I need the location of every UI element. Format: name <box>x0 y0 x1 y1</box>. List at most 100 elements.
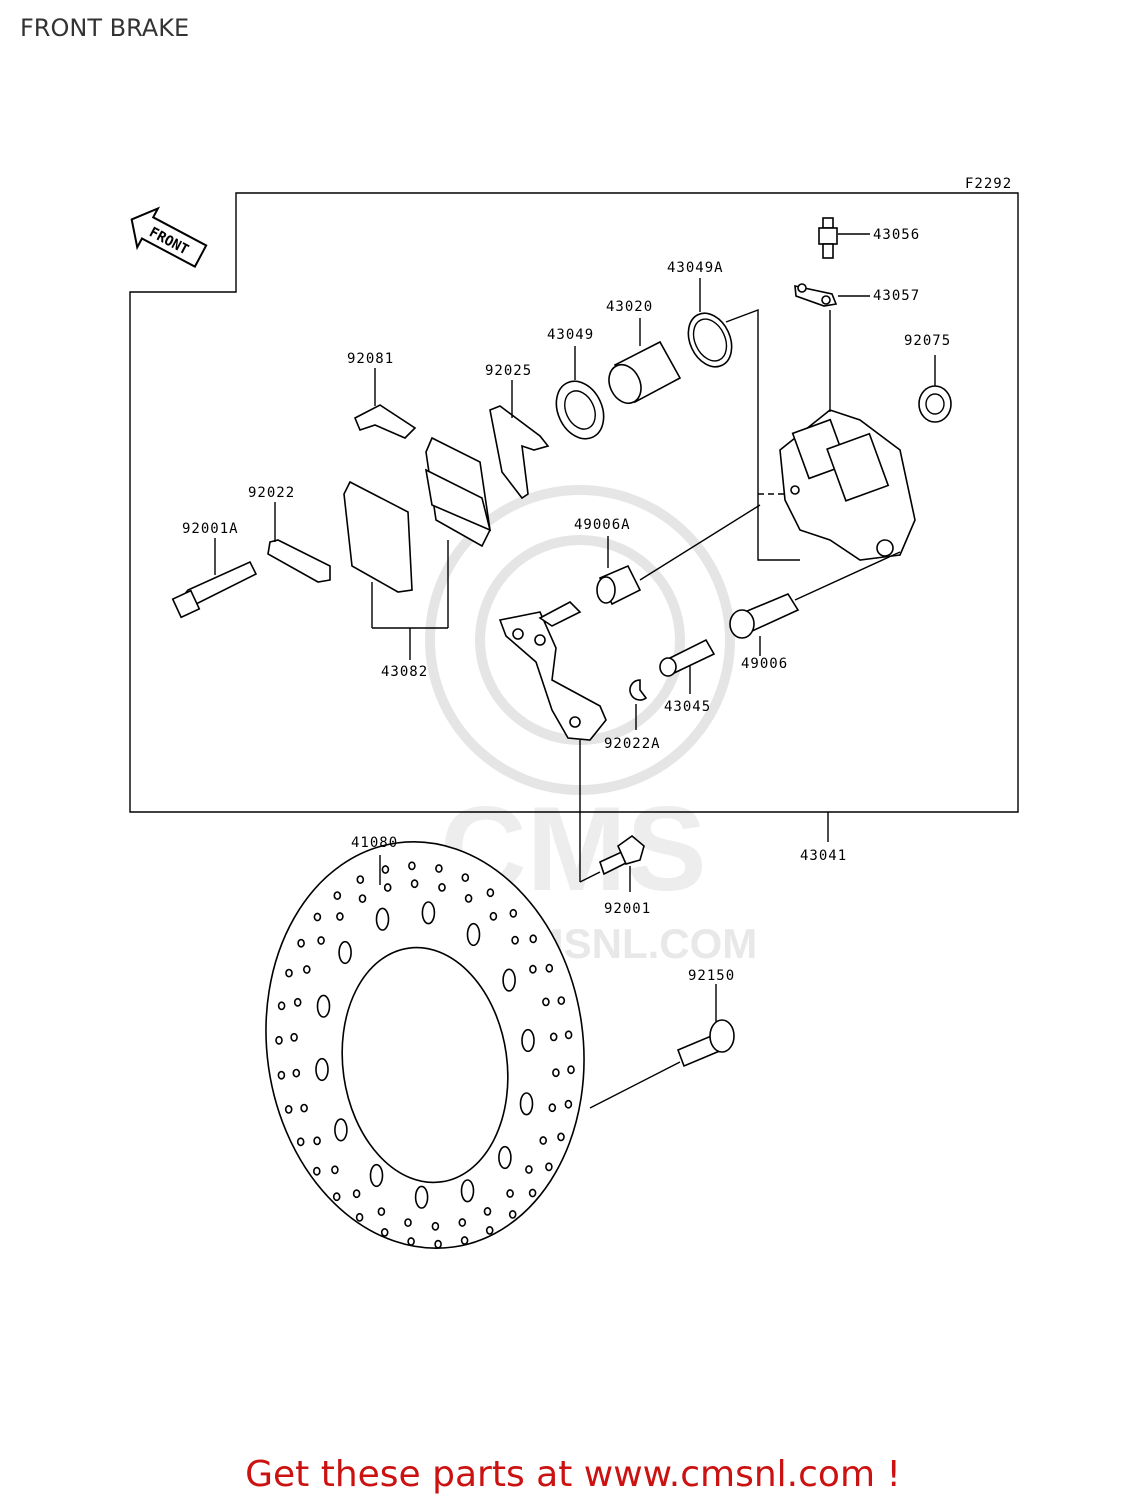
disc-hole <box>502 968 516 992</box>
disc-hole <box>421 901 436 925</box>
bleed-cap <box>794 283 870 307</box>
disc-hole <box>334 1118 348 1142</box>
part-label: 43041 <box>800 848 847 864</box>
part-label: 92022A <box>604 736 661 752</box>
part-label: 41080 <box>351 835 398 851</box>
disc-hole <box>460 1179 475 1203</box>
disc-hole <box>460 1236 469 1245</box>
disc-hole <box>431 1221 440 1231</box>
disc-hole <box>511 935 519 945</box>
disc-hole <box>381 865 390 874</box>
footer-link[interactable]: Get these parts at www.cmsnl.com ! <box>245 1454 901 1495</box>
disc-hole <box>552 1068 560 1078</box>
disc-hole <box>369 1163 384 1188</box>
disc-hole <box>464 894 473 903</box>
disc-hole <box>383 883 392 892</box>
disc-hole <box>461 873 470 882</box>
disc-hole <box>331 1165 339 1175</box>
disc-hole <box>410 879 419 889</box>
slide-pin <box>729 551 901 656</box>
disc-hole <box>567 1065 575 1075</box>
disc-hole <box>356 875 365 884</box>
part-label: 92150 <box>688 968 735 984</box>
disc-hole <box>292 1068 301 1078</box>
disc-bolt <box>676 984 735 1068</box>
caliper-body <box>758 310 916 561</box>
disc-hole <box>302 965 311 974</box>
pin-boot <box>596 504 761 606</box>
disc-hole <box>486 888 495 898</box>
bleed-valve <box>818 217 870 259</box>
disc-hole <box>313 912 322 922</box>
ref-code: F2292 <box>965 176 1012 192</box>
disc-hole <box>542 997 550 1007</box>
caliper-piston <box>608 318 682 405</box>
disc-hole <box>521 1028 535 1053</box>
bracket-bolt <box>579 740 645 892</box>
disc-hole <box>285 968 293 978</box>
disc-hole <box>564 1030 573 1040</box>
disc-hole <box>375 907 390 931</box>
disc-hole <box>275 1035 283 1045</box>
part-label: 92001A <box>182 521 239 537</box>
disc-hole <box>545 963 554 973</box>
disc-hole <box>458 1218 467 1227</box>
part-label: 43082 <box>381 664 428 680</box>
assembly-frame <box>129 192 1019 813</box>
pad-shim <box>489 380 550 500</box>
disc-hole <box>564 1099 573 1109</box>
disc-hole <box>519 1092 534 1116</box>
part-label: 92025 <box>485 363 532 379</box>
part-label: 43020 <box>606 299 653 315</box>
front-arrow-icon: FRONT <box>130 206 208 268</box>
disc-hole <box>404 1218 412 1227</box>
disc-hole <box>355 1212 364 1222</box>
disc-hole <box>300 1103 308 1113</box>
disc-hole <box>509 908 518 918</box>
disc-hole <box>508 1210 517 1219</box>
disc-hole <box>284 1105 293 1114</box>
disc-hole <box>557 996 566 1005</box>
disc-hole <box>315 1057 329 1082</box>
disc-hole <box>332 1192 341 1202</box>
disc-hole <box>313 1136 321 1146</box>
part-label: 49006 <box>741 656 788 672</box>
disc-hole <box>529 934 538 944</box>
brake-pad-outer <box>424 436 492 548</box>
disc-hole <box>483 1207 492 1216</box>
part-label: 43045 <box>664 699 711 715</box>
caliper-bleeder <box>659 638 716 694</box>
disc-hole <box>485 1226 494 1235</box>
disc-hole <box>414 1185 429 1209</box>
disc-hole <box>549 1032 558 1042</box>
disc-hole <box>408 861 416 871</box>
brake-disc <box>265 840 681 1250</box>
disc-hole <box>529 964 537 974</box>
caliper-boot <box>918 355 952 423</box>
disc-hole <box>434 1239 442 1249</box>
part-label: 92001 <box>604 901 651 917</box>
pad-spring <box>353 368 417 439</box>
disc-hole <box>525 1165 533 1174</box>
disc-hole <box>407 1237 415 1246</box>
disc-hole <box>489 911 498 921</box>
disc-hole <box>557 1132 565 1142</box>
disc-hole <box>506 1189 514 1198</box>
disc-hole <box>438 883 446 892</box>
disc-hole <box>352 1189 361 1199</box>
brake-pad-inner <box>343 480 449 660</box>
disc-hole <box>277 1001 286 1011</box>
disc-hole <box>528 1188 537 1198</box>
part-label: 92081 <box>347 351 394 367</box>
part-labels: 43056 43057 43049A 43020 43049 92075 920… <box>182 227 951 984</box>
disc-hole <box>333 891 342 900</box>
disc-hole <box>358 894 367 903</box>
disc-hole <box>316 994 331 1018</box>
disc-hole <box>548 1103 557 1113</box>
disc-hole <box>317 936 325 945</box>
disc-hole <box>380 1228 389 1237</box>
disc-hole <box>466 922 481 947</box>
part-label: 43049A <box>667 260 724 276</box>
circlip <box>629 679 648 730</box>
part-label: 92075 <box>904 333 951 349</box>
